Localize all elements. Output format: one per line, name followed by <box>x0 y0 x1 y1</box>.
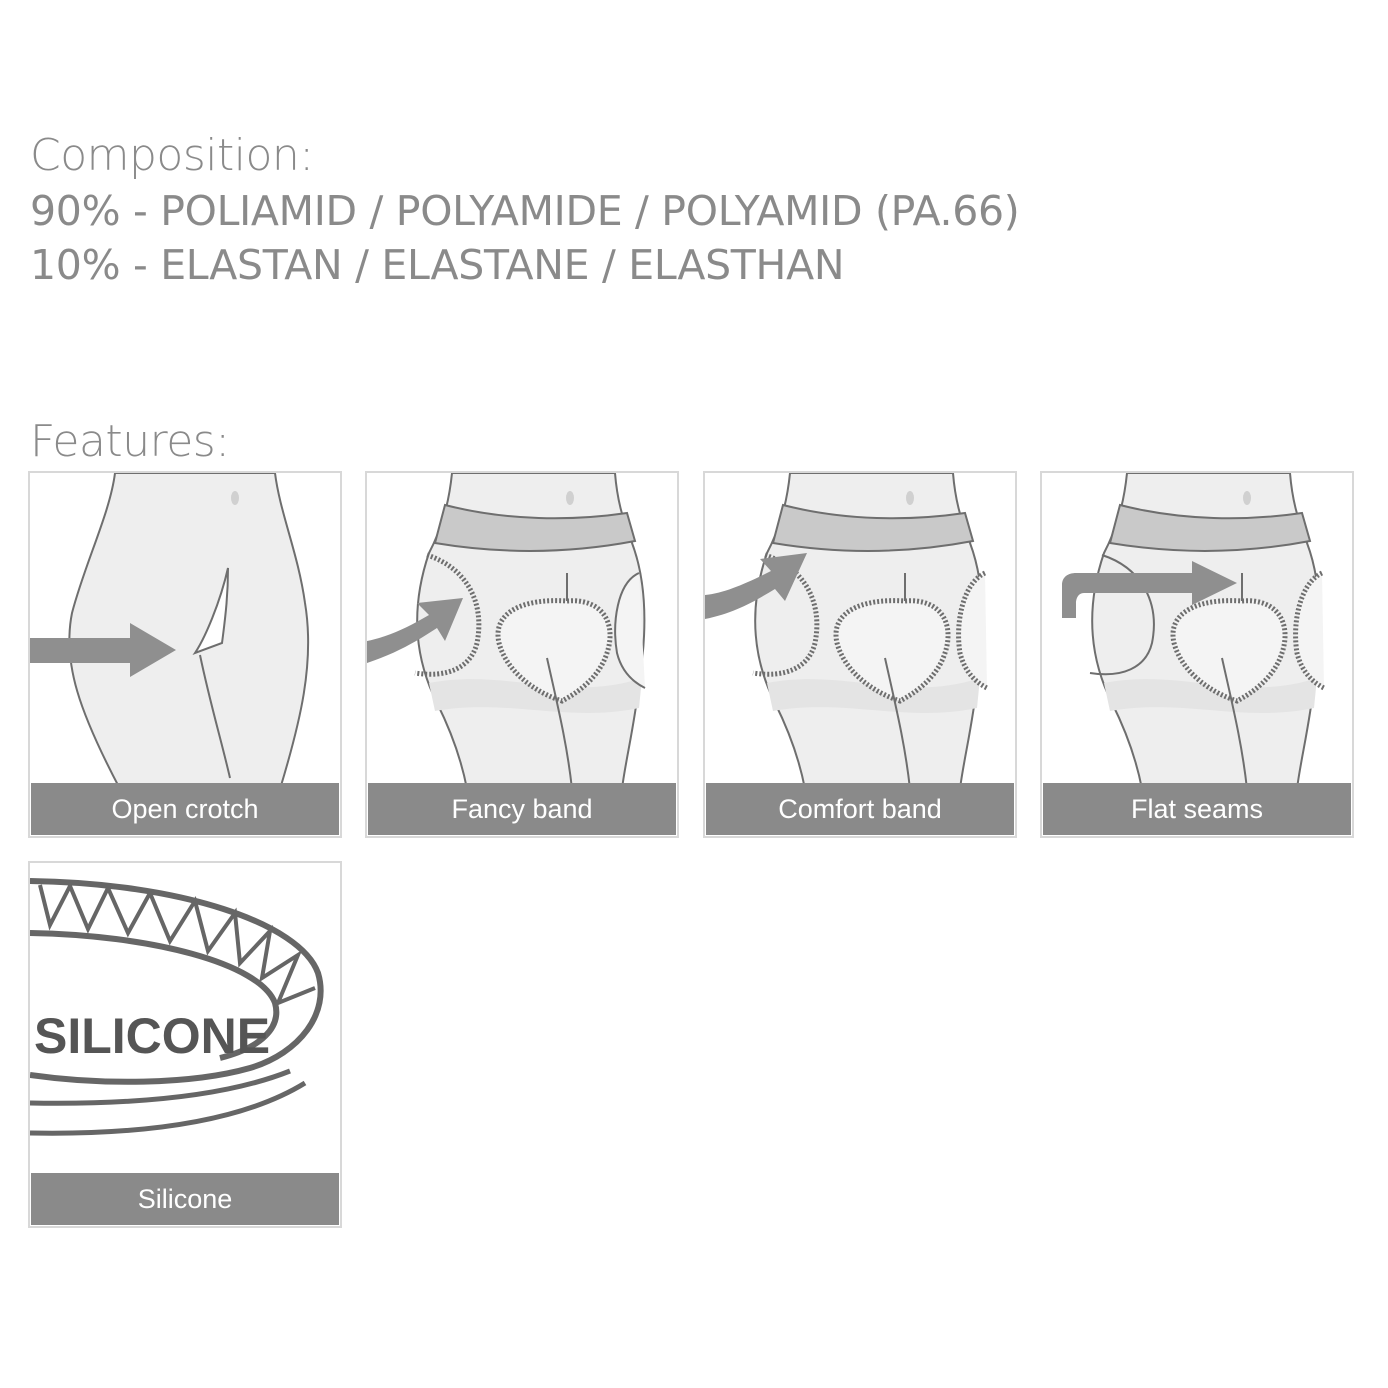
features-heading: Features: <box>30 416 230 467</box>
feature-tile-flat-seams: Flat seams <box>1040 471 1354 838</box>
open-crotch-illustration <box>30 473 310 789</box>
feature-tile-silicone: SILICONE Silicone <box>28 861 342 1228</box>
composition-line-polyamide: 90% - POLIAMID / POLYAMIDE / POLYAMID (P… <box>30 187 1020 235</box>
feature-tile-open-crotch: Open crotch <box>28 471 342 838</box>
composition-section: Composition: 90% - POLIAMID / POLYAMIDE … <box>30 128 1020 292</box>
feature-tile-fancy-band: Fancy band <box>365 471 679 838</box>
feature-label: Flat seams <box>1043 783 1351 835</box>
feature-label: Silicone <box>31 1173 339 1225</box>
composition-line-elastane: 10% - ELASTAN / ELASTANE / ELASTHAN <box>30 241 845 289</box>
silicone-illustration-text: SILICONE <box>34 1008 270 1064</box>
flat-seams-illustration <box>1062 473 1326 789</box>
silicone-band-illustration: SILICONE <box>30 878 324 1136</box>
feature-label: Fancy band <box>368 783 676 835</box>
fancy-band-illustration <box>367 473 646 789</box>
composition-heading: Composition: <box>30 130 314 181</box>
comfort-band-illustration <box>705 473 989 789</box>
feature-tile-comfort-band: Comfort band <box>703 471 1017 838</box>
feature-label: Comfort band <box>706 783 1014 835</box>
feature-label: Open crotch <box>31 783 339 835</box>
